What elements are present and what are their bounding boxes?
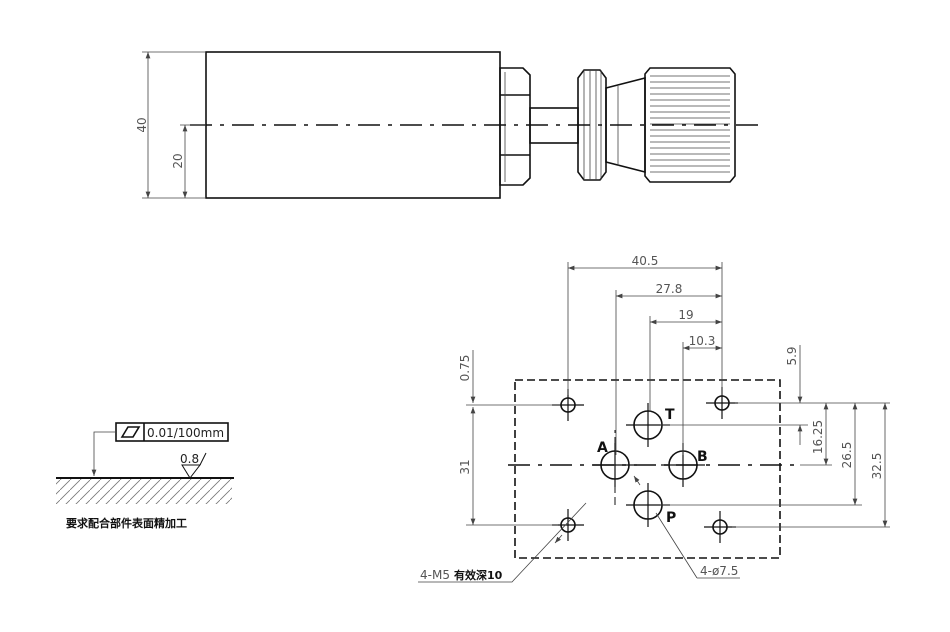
mounting-face-view: T A B P 40.5 27.8 19 10.3 5.9 16.25 26.5…	[418, 254, 890, 583]
port-callout: 4-ø7.5	[700, 564, 738, 578]
dim-label: 26.5	[840, 442, 854, 469]
dim-label: 27.8	[656, 282, 683, 296]
roughness-value: 0.8	[180, 452, 199, 466]
flatness-value: 0.01/100mm	[147, 426, 224, 440]
port-label-a: A	[597, 440, 608, 456]
dim-label: 0.75	[458, 355, 472, 382]
hex-nut	[499, 67, 531, 186]
callout-leaders	[418, 475, 740, 583]
flatness-icon	[120, 426, 141, 438]
dim-label: 5.9	[785, 346, 799, 365]
dim-label: 40	[135, 117, 149, 132]
dim-label: 31	[458, 459, 472, 474]
dim-label: 32.5	[870, 453, 884, 480]
plate-outline	[514, 379, 781, 559]
dim-label: 10.3	[689, 334, 716, 348]
dims-top	[567, 262, 723, 455]
dim-center-20: 20	[171, 124, 206, 198]
dim-height-40: 40	[135, 51, 206, 199]
machining-note: 要求配合部件表面精加工	[66, 516, 187, 530]
port-label-p: P	[666, 510, 676, 526]
dim-label: 40.5	[632, 254, 659, 268]
hatched-surface	[56, 478, 232, 504]
adjustment-knob[interactable]	[644, 67, 736, 183]
roughness-icon	[181, 452, 207, 479]
dim-label: 20	[171, 153, 185, 168]
dim-label: 16.25	[811, 420, 825, 454]
screw-hole-icon	[704, 511, 736, 543]
surface-finish-symbol: 0.01/100mm 0.8 要求配合部件表面精加工	[56, 422, 234, 530]
side-view: 40 20	[135, 51, 762, 199]
dims-left	[466, 350, 560, 526]
dim-label: 19	[678, 308, 693, 322]
port-label-t: T	[665, 407, 675, 423]
dims-right	[660, 345, 890, 528]
port-label-b: B	[697, 449, 708, 465]
